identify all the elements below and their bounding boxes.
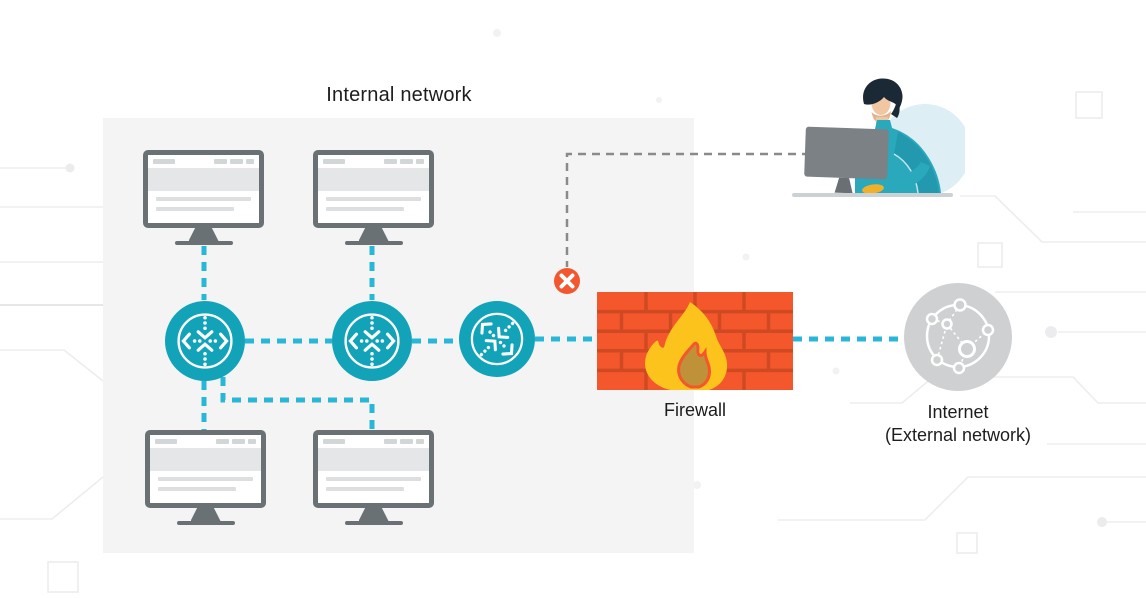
workstation-monitor [313,150,434,245]
monitor-stand [358,228,389,241]
firewall-icon [597,292,793,390]
internet-label: Internet (External network) [858,401,1058,447]
monitor-screen [143,150,264,228]
internal-network-title: Internal network [326,84,472,106]
monitor-base [344,241,403,245]
router-icon [332,301,412,381]
user-at-computer-illustration [792,78,965,197]
router-icon [459,301,535,377]
monitor-screen [313,430,434,508]
person-head [863,78,903,129]
internet-label-line2: (External network) [884,425,1032,445]
monitor-base [174,241,233,245]
flame-icon [645,302,728,390]
user-monitor [804,126,889,194]
desk [792,193,953,197]
internet-globe-icon [904,283,1012,391]
monitor-base [344,521,403,525]
router-icon [165,301,245,381]
monitor-stand [358,508,389,521]
monitor-stand [188,228,219,241]
firewall-label: Firewall [663,400,726,420]
monitor-screen [145,430,266,508]
person-arm-and-hand [862,162,930,194]
workstation-monitor [313,430,434,525]
monitor-stand [190,508,221,521]
monitor-base [176,521,235,525]
workstation-monitor [143,150,264,245]
monitor-screen [313,150,434,228]
workstation-monitor [145,430,266,525]
internet-label-line1: Internet [927,402,989,422]
